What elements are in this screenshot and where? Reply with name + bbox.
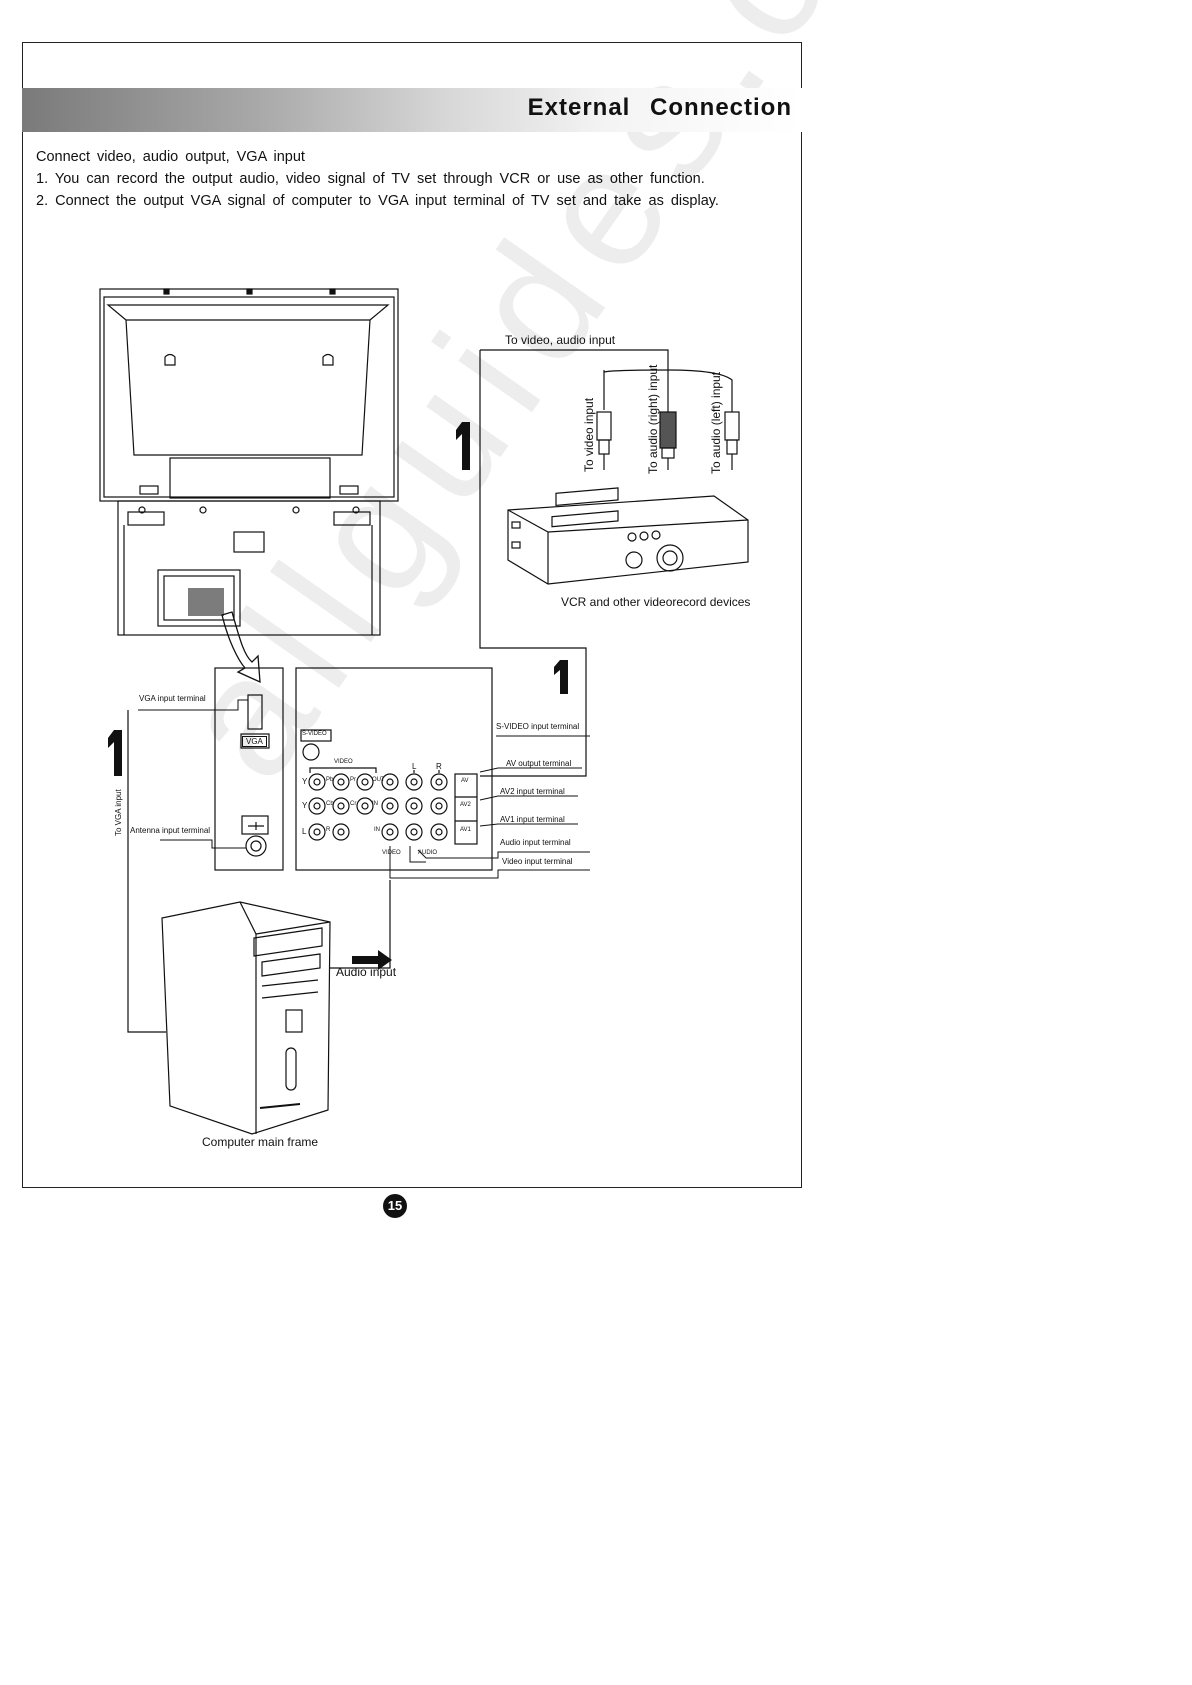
callout-av1-input: AV1 input terminal	[500, 815, 565, 824]
row-label-3: L	[302, 827, 307, 836]
callout-av2-input: AV2 input terminal	[500, 787, 565, 796]
side-label-av: AV	[461, 778, 469, 784]
vcr-video-input-label: To video input	[582, 397, 596, 472]
intro-item-1: 1. You can record the output audio, vide…	[36, 171, 705, 187]
vcr-audio-right-label: To audio (right) input	[646, 364, 660, 474]
jack-label-in-2: IN	[374, 827, 380, 833]
rca-plugs	[596, 369, 740, 470]
vga-badge: VGA	[242, 736, 267, 747]
jack-label-cr: Cr	[350, 801, 357, 807]
av-jack-panel	[295, 667, 493, 871]
vcr-caption: VCR and other videorecord devices	[561, 595, 751, 609]
bottom-audio-label: AUDIO	[418, 850, 438, 856]
vcr-illustration	[507, 487, 749, 585]
intro-text: Connect video, audio output, VGA input 1…	[36, 146, 719, 212]
row-label-2: Y	[302, 801, 308, 810]
intro-heading: Connect video, audio output, VGA input	[36, 149, 305, 165]
vcr-top-label: To video, audio input	[505, 333, 616, 347]
jack-label-pr: Pr	[350, 777, 356, 783]
computer-caption: Computer main frame	[202, 1135, 319, 1149]
header-band	[22, 88, 802, 132]
page-number: 15	[383, 1194, 407, 1218]
to-vga-input-label: To VGA input	[114, 789, 123, 836]
video-group-label: VIDEO	[334, 759, 353, 765]
jack-label-pb: Pb	[326, 777, 334, 783]
svideo-badge: S-VIDEO	[302, 731, 327, 737]
intro-item-2: 2. Connect the output VGA signal of comp…	[36, 193, 719, 209]
tv-rear-illustration	[99, 288, 399, 636]
side-label-av2: AV2	[460, 802, 471, 808]
col-l-label: L	[412, 762, 417, 771]
page-frame	[22, 42, 802, 1188]
vcr-audio-left-label: To audio (left) input	[709, 371, 723, 474]
computer-illustration	[161, 901, 331, 1135]
vga-antenna-panel	[214, 667, 284, 871]
callout-svideo-input: S-VIDEO input terminal	[496, 722, 580, 731]
side-label-av1: AV1	[460, 827, 471, 833]
col-r-label: R	[436, 762, 442, 771]
jack-label-in: IN	[372, 801, 378, 807]
jack-label-out: OUT	[372, 777, 385, 783]
audio-input-label: Audio input	[336, 965, 397, 979]
jack-label-r: R	[326, 827, 331, 833]
page-title: External Connection	[527, 94, 792, 121]
row-label-1: Y	[302, 777, 308, 786]
callout-audio-input: Audio input terminal	[500, 838, 571, 847]
bottom-video-label: VIDEO	[382, 850, 401, 856]
vga-terminal-label: VGA input terminal	[139, 694, 206, 703]
antenna-terminal-label: Antenna input terminal	[130, 826, 211, 835]
jack-label-cb: Cb	[326, 801, 334, 807]
callout-video-input: Video input terminal	[502, 857, 573, 866]
callout-av-output: AV output terminal	[506, 759, 572, 768]
